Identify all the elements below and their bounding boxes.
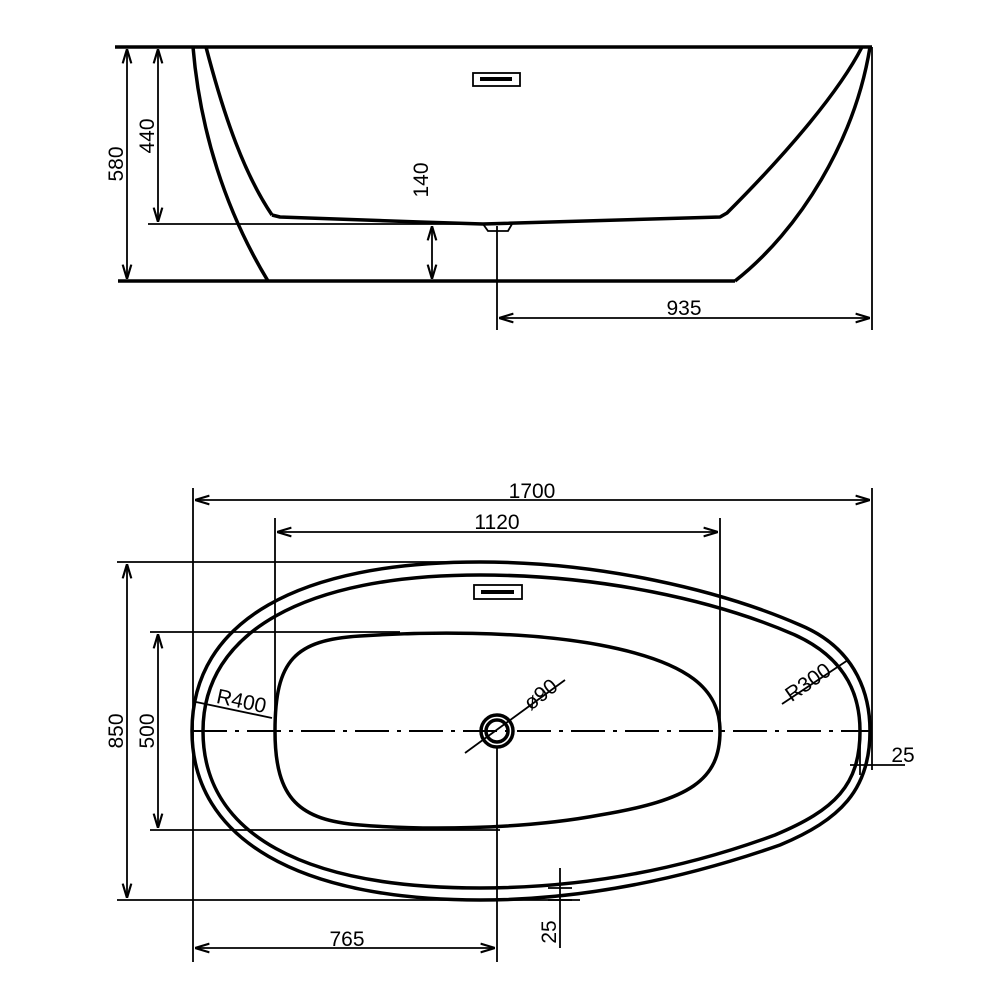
- inner-left-wall: [204, 46, 274, 216]
- dim-25-bottom-label: 25: [538, 920, 561, 943]
- r300-label: R300: [781, 659, 835, 707]
- r400-label: R400: [214, 685, 268, 718]
- dim-140-label: 140: [410, 162, 433, 197]
- side-view: 580 440 140 935: [105, 45, 873, 330]
- outer-left-wall: [191, 46, 270, 282]
- plan-view: 1700 1120 850 500 765 25 25 R400 R300 ø9…: [105, 480, 915, 962]
- overflow: [473, 584, 523, 600]
- outer-right-wall: [733, 46, 872, 283]
- dim-850-label: 850: [105, 713, 128, 748]
- d90-leader: [464, 679, 566, 754]
- dim-440-label: 440: [136, 118, 159, 153]
- dim-580-label: 580: [105, 146, 128, 181]
- dim-935-label: 935: [666, 297, 701, 320]
- overflow-slot: [480, 77, 512, 81]
- dim-25-right-label: 25: [891, 744, 914, 767]
- dim-1700-label: 1700: [509, 480, 556, 503]
- drain-fitting: [482, 223, 513, 232]
- dim-1120-label: 1120: [474, 511, 519, 534]
- dim-765-label: 765: [329, 928, 364, 951]
- inner-basin-floor: [271, 46, 864, 226]
- r400-leader: [195, 701, 273, 719]
- dim-500-label: 500: [136, 713, 159, 748]
- drain-inner: [484, 718, 510, 744]
- r300-leader: [781, 659, 849, 705]
- overflow: [472, 72, 521, 87]
- overflow-slot: [481, 590, 514, 594]
